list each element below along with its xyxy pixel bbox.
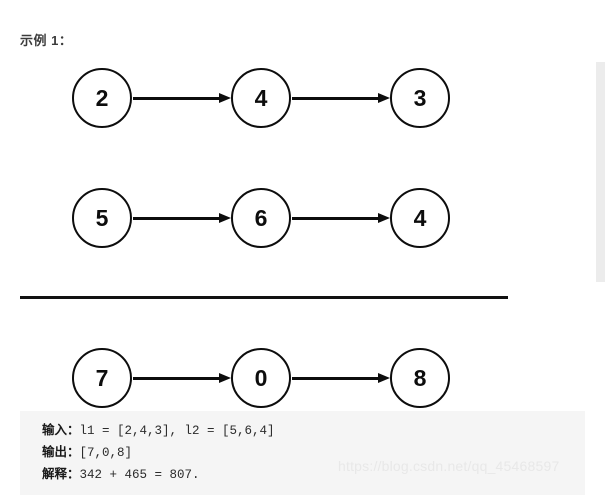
vertical-scrollbar[interactable]: [592, 0, 605, 495]
arrow-head: [378, 93, 390, 103]
list-node: 5: [72, 188, 132, 248]
node-value: 2: [95, 84, 109, 111]
list-node: 8: [390, 348, 450, 408]
node-value: 5: [95, 204, 109, 231]
arrow-right-icon: [292, 373, 391, 383]
arrow-shaft: [292, 97, 380, 100]
list-node: 3: [390, 68, 450, 128]
arrow-right-icon: [133, 93, 232, 103]
node-value: 8: [413, 364, 427, 391]
node-value: 4: [413, 204, 427, 231]
list-node: 4: [390, 188, 450, 248]
page-title: 示例 1：: [20, 33, 73, 48]
list-node: 7: [72, 348, 132, 408]
example-output-line: 输出：[7,0,8]: [42, 442, 585, 464]
linked-list-row-3: 7 0 8: [0, 348, 605, 410]
example-input-label: 输入：: [42, 423, 80, 437]
list-node: 0: [231, 348, 291, 408]
example-explain-line: 解释：342 + 465 = 807.: [42, 464, 585, 486]
node-value: 0: [254, 364, 268, 391]
arrow-right-icon: [292, 93, 391, 103]
example-explain-value: 342 + 465 = 807.: [79, 468, 200, 482]
node-value: 7: [95, 364, 109, 391]
linked-list-row-2: 5 6 4: [0, 188, 605, 250]
sum-divider: [20, 296, 508, 299]
arrow-shaft: [292, 217, 380, 220]
arrow-head: [219, 213, 231, 223]
list-node: 4: [231, 68, 291, 128]
arrow-head: [378, 213, 390, 223]
linked-list-row-1: 2 4 3: [0, 68, 605, 130]
arrow-right-icon: [133, 213, 232, 223]
arrow-shaft: [133, 217, 221, 220]
arrow-head: [219, 93, 231, 103]
example-explain-label: 解释：: [42, 467, 80, 481]
list-node: 6: [231, 188, 291, 248]
node-value: 3: [413, 84, 427, 111]
example-output-label: 输出：: [42, 445, 80, 459]
watermark: https://blog.csdn.net/qq_45468597: [338, 458, 560, 474]
list-node: 2: [72, 68, 132, 128]
node-value: 4: [254, 84, 268, 111]
arrow-shaft: [292, 377, 380, 380]
arrow-head: [378, 373, 390, 383]
arrow-shaft: [133, 97, 221, 100]
scrollbar-thumb[interactable]: [596, 62, 605, 282]
arrow-right-icon: [292, 213, 391, 223]
example-input-value: l1 = [2,4,3], l2 = [5,6,4]: [79, 424, 275, 438]
example-output-value: [7,0,8]: [79, 446, 133, 460]
example-code-block: 输入：l1 = [2,4,3], l2 = [5,6,4] 输出：[7,0,8]…: [20, 411, 585, 495]
example-input-line: 输入：l1 = [2,4,3], l2 = [5,6,4]: [42, 420, 585, 442]
node-value: 6: [254, 204, 268, 231]
arrow-shaft: [133, 377, 221, 380]
arrow-right-icon: [133, 373, 232, 383]
arrow-head: [219, 373, 231, 383]
